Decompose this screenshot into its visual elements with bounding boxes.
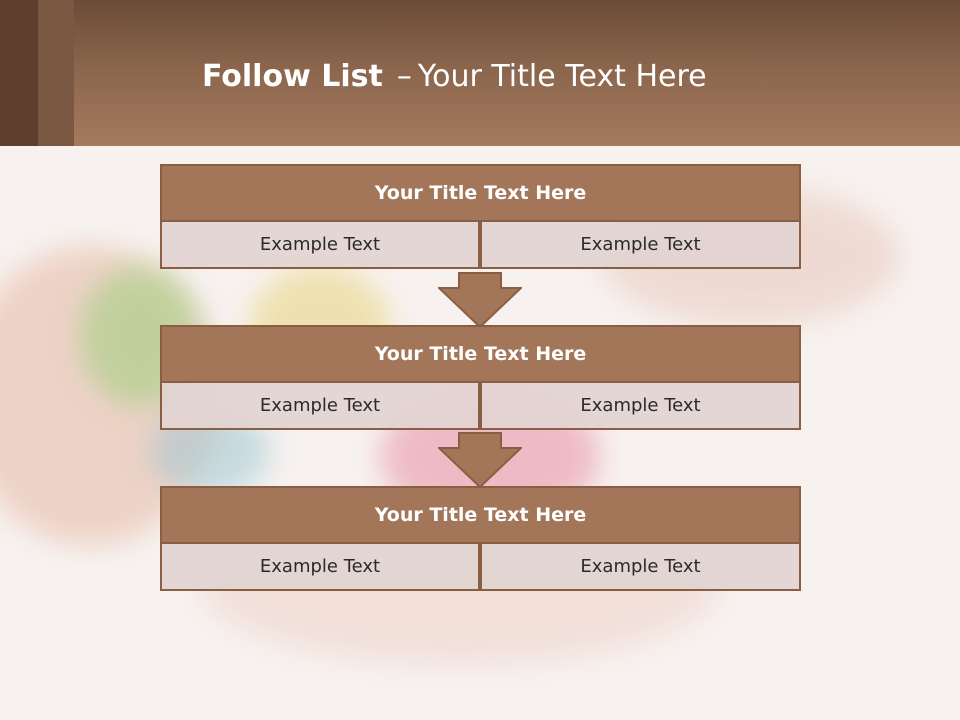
flow-cell-right: Example Text	[480, 220, 801, 269]
flow-cell-left: Example Text	[160, 220, 480, 269]
flow-cell-left: Example Text	[160, 542, 480, 591]
slide-title-dash: –	[396, 59, 412, 94]
flow-title: Your Title Text Here	[160, 486, 801, 544]
flow-cell-right: Example Text	[480, 381, 801, 430]
flow-cells: Example Text Example Text	[160, 381, 801, 430]
header-band: Follow List–Your Title Text Here	[0, 0, 960, 146]
down-arrow-icon	[438, 432, 522, 488]
flow-cell-right: Example Text	[480, 542, 801, 591]
slide-title: Follow List–Your Title Text Here	[202, 52, 707, 102]
flow-title: Your Title Text Here	[160, 325, 801, 383]
down-arrow-icon	[438, 272, 522, 328]
flow-cell-left: Example Text	[160, 381, 480, 430]
flow-cells: Example Text Example Text	[160, 220, 801, 269]
flow-title: Your Title Text Here	[160, 164, 801, 222]
header-stripe	[38, 0, 74, 146]
header-stripe	[0, 0, 38, 146]
flow-cells: Example Text Example Text	[160, 542, 801, 591]
slide-title-bold: Follow List	[202, 59, 383, 94]
slide-title-rest: Your Title Text Here	[417, 59, 707, 94]
